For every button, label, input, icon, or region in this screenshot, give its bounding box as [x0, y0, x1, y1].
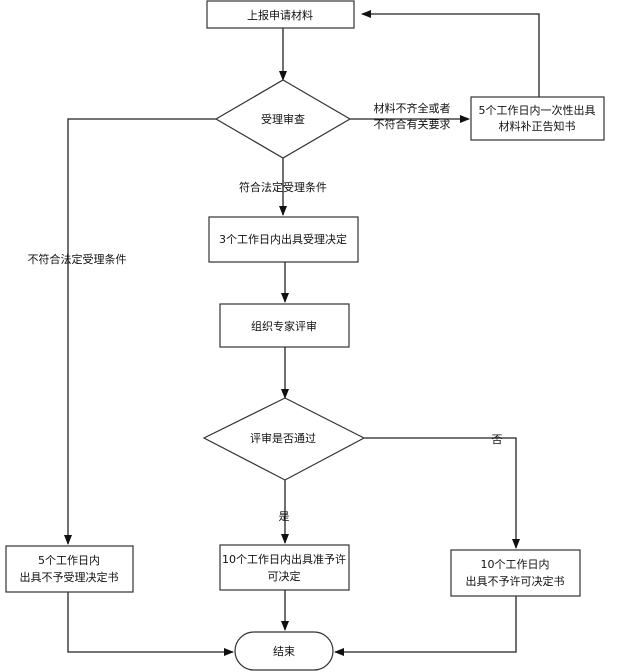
node-approve-line1: 10个工作日内出具准予许 [222, 552, 346, 566]
edge-label-meets-conditions: 符合法定受理条件 [239, 180, 327, 194]
node-review-label: 受理审查 [261, 112, 305, 126]
node-expert-review-label: 组织专家评审 [251, 319, 317, 333]
node-not-accept-line1: 5个工作日内 [38, 553, 100, 567]
node-supplement: 5个工作日内一次性出具 材料补正告知书 [470, 96, 605, 141]
edge-check-to-deny [364, 437, 520, 549]
node-submit-label: 上报申请材料 [247, 8, 313, 22]
node-accept-decision: 3个工作日内出具受理决定 [208, 216, 359, 263]
edge-label-incomplete-line1: 材料不齐全或者 [374, 101, 451, 115]
edge-supplement-to-submit [361, 10, 540, 97]
node-deny-line1: 10个工作日内 [481, 557, 550, 571]
connectors [64, 10, 540, 656]
node-deny: 10个工作日内 出具不予许可决定书 [450, 549, 581, 597]
edge-label-no: 否 [492, 433, 503, 446]
node-deny-line2: 出具不予许可决定书 [466, 574, 565, 588]
node-pass-check: 评审是否通过 [202, 397, 366, 481]
node-end-label: 结束 [273, 645, 295, 658]
node-supplement-line2: 材料补正告知书 [499, 119, 576, 133]
node-approve: 10个工作日内出具准予许 可决定 [219, 544, 350, 591]
node-end: 结束 [234, 631, 334, 671]
node-expert-review: 组织专家评审 [219, 303, 350, 348]
edge-label-incomplete-line2: 不符合有关要求 [374, 117, 451, 131]
node-approve-line2: 可决定 [268, 569, 301, 583]
edge-labels: 材料不齐全或者 不符合有关要求 符合法定受理条件 不符合法定受理条件 是 否 [28, 101, 503, 523]
node-review: 受理审查 [214, 79, 352, 159]
edge-label-not-meet-conditions: 不符合法定受理条件 [28, 252, 127, 266]
edge-not-accept-to-end [67, 592, 234, 656]
edge-review-to-not-accept [64, 118, 216, 545]
node-supplement-line1: 5个工作日内一次性出具 [479, 103, 596, 117]
node-submit: 上报申请材料 [206, 0, 355, 29]
node-not-accept-line2: 出具不予受理决定书 [20, 570, 119, 584]
edge-deny-to-end [334, 596, 517, 656]
node-accept-decision-label: 3个工作日内出具受理决定 [219, 232, 347, 246]
node-pass-check-label: 评审是否通过 [250, 431, 316, 445]
edge-label-yes: 是 [279, 510, 290, 523]
node-not-accept: 5个工作日内 出具不予受理决定书 [5, 545, 134, 593]
